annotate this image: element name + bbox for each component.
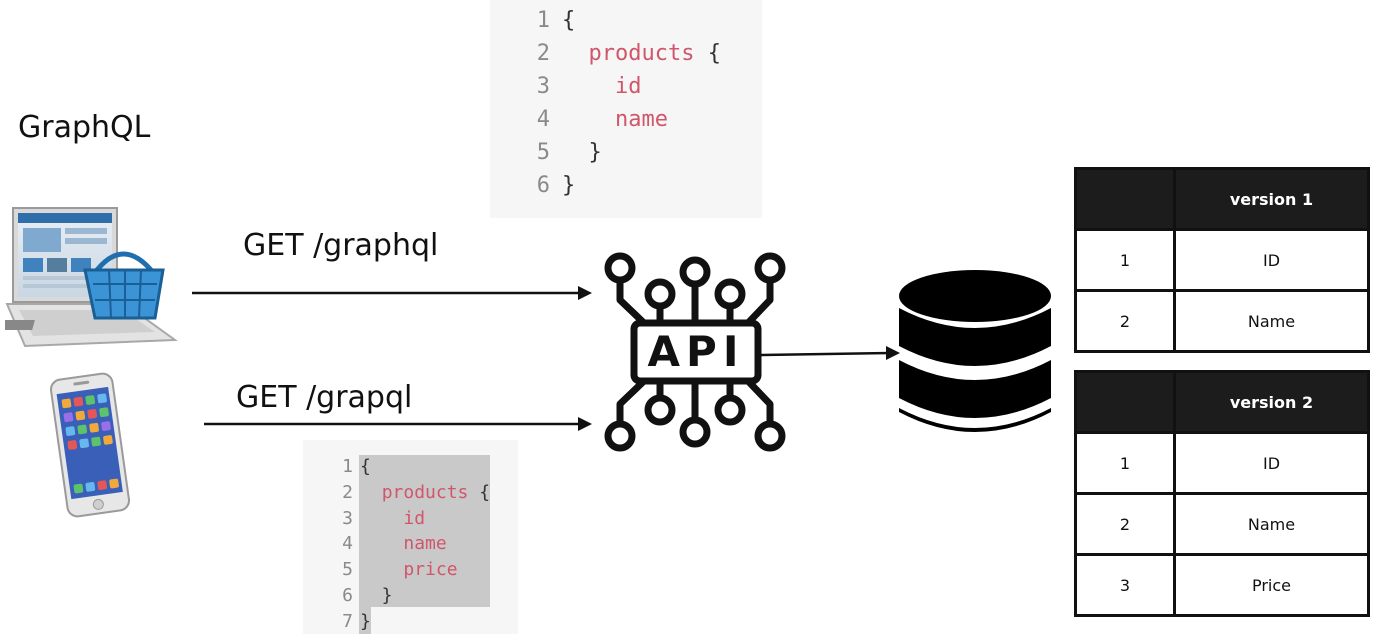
table-row: 1 ID <box>1074 228 1370 292</box>
text-selection-highlight <box>359 607 371 634</box>
code-text: name <box>360 531 447 557</box>
code-line: 3 id <box>303 506 518 532</box>
code-text: products { <box>562 37 721 70</box>
line-number: 5 <box>536 140 550 165</box>
field-name: ID <box>1173 228 1370 292</box>
version-2-table: version 2 1 ID 2 Name 3 Price <box>1074 370 1370 617</box>
field-token: name <box>614 107 668 132</box>
field-token: id <box>403 507 426 529</box>
brace-token: } <box>360 585 393 606</box>
arrowhead-laptop <box>578 286 592 300</box>
code-text: id <box>360 506 425 532</box>
row-number: 3 <box>1074 553 1176 617</box>
code-text: products { <box>360 480 490 506</box>
version-2-header: version 2 <box>1173 370 1370 434</box>
header-empty-cell <box>1074 370 1176 434</box>
table-row: 3 Price <box>1074 553 1370 617</box>
api-chip-icon: API <box>604 252 786 452</box>
code-line: 6} <box>490 169 762 202</box>
line-number: 4 <box>342 533 353 555</box>
api-label: API <box>648 327 745 376</box>
code-line: 6 } <box>303 583 518 609</box>
field-name: Name <box>1173 492 1370 556</box>
field-token: id <box>614 74 642 99</box>
table-row: 1 ID <box>1074 431 1370 495</box>
code-text: name <box>562 103 668 136</box>
code-line: 2 products { <box>303 480 518 506</box>
diagram-heading: GraphQL <box>18 110 151 145</box>
request-label-grapql: GET /grapql <box>236 380 413 415</box>
code-line: 7} <box>303 609 518 635</box>
code-line: 3 id <box>490 70 762 103</box>
line-number: 2 <box>342 481 353 503</box>
code-line: 4 name <box>303 531 518 557</box>
field-token: products <box>381 481 469 503</box>
brace-token: } <box>562 173 576 198</box>
arrowhead-phone <box>578 417 592 431</box>
line-number: 5 <box>342 559 353 581</box>
code-line: 1{ <box>490 4 762 37</box>
header-empty-cell <box>1074 167 1176 231</box>
code-line: 5 price <box>303 557 518 583</box>
laptop-shopping-icon <box>5 207 178 348</box>
code-text: } <box>562 136 602 169</box>
code-text: { <box>562 4 575 37</box>
row-number: 2 <box>1074 289 1176 353</box>
line-number: 6 <box>342 585 353 606</box>
row-number: 1 <box>1074 228 1176 292</box>
code-line: 1{ <box>303 454 518 480</box>
line-number: 3 <box>342 507 353 529</box>
line-number: 2 <box>536 41 550 66</box>
code-text: } <box>562 169 575 202</box>
row-number: 2 <box>1074 492 1176 556</box>
arrowhead-database <box>886 346 900 360</box>
code-line: 5 } <box>490 136 762 169</box>
arrow-api-to-database <box>759 351 891 357</box>
brace-token: { <box>468 481 491 503</box>
line-number: 1 <box>536 8 550 33</box>
line-number: 4 <box>536 107 550 132</box>
brace-token: } <box>360 610 371 632</box>
code-text: } <box>360 583 393 609</box>
field-token: name <box>403 533 447 555</box>
line-number: 7 <box>342 610 353 632</box>
code-text: { <box>360 454 371 480</box>
code-text: } <box>360 609 371 635</box>
field-token: price <box>403 559 458 581</box>
field-name: Price <box>1173 553 1370 617</box>
table-header-row: version 1 <box>1074 167 1370 231</box>
table-header-row: version 2 <box>1074 370 1370 434</box>
code-text: id <box>562 70 642 103</box>
brace-token: { <box>694 41 721 66</box>
code-text: price <box>360 557 458 583</box>
database-icon <box>899 270 1051 432</box>
brace-token: } <box>562 140 602 165</box>
field-name: ID <box>1173 431 1370 495</box>
brace-token: { <box>562 8 576 33</box>
table-row: 2 Name <box>1074 492 1370 556</box>
line-number: 1 <box>342 456 353 477</box>
version-1-table: version 1 1 ID 2 Name <box>1074 167 1370 353</box>
line-number: 6 <box>536 173 550 198</box>
row-number: 1 <box>1074 431 1176 495</box>
code-line: 4 name <box>490 103 762 136</box>
smartphone-icon <box>49 372 131 518</box>
table-row: 2 Name <box>1074 289 1370 353</box>
text-selection-highlight <box>359 455 490 607</box>
field-name: Name <box>1173 289 1370 353</box>
line-number: 3 <box>536 74 550 99</box>
version-1-header: version 1 <box>1173 167 1370 231</box>
brace-token: { <box>360 456 371 477</box>
code-line: 2 products { <box>490 37 762 70</box>
request-label-graphql: GET /graphql <box>243 228 439 263</box>
field-token: products <box>588 41 695 66</box>
